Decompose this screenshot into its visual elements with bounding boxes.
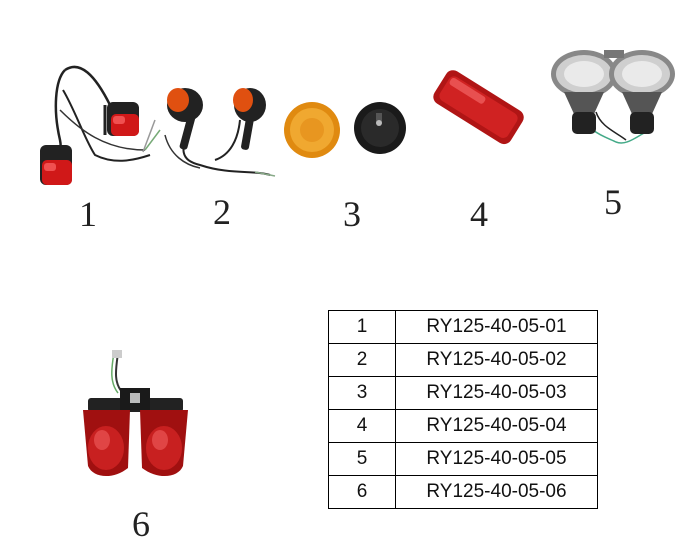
figure-label-6: 6 xyxy=(132,504,150,544)
figure-label-2: 2 xyxy=(213,192,231,232)
table-row: 3 RY125-40-05-03 xyxy=(328,376,598,410)
table-cell-part-no: RY125-40-05-04 xyxy=(395,409,598,443)
table-row: 1 RY125-40-05-01 xyxy=(328,310,598,344)
table-cell-index: 1 xyxy=(328,310,396,344)
table-row: 6 RY125-40-05-06 xyxy=(328,475,598,509)
table-cell-index: 2 xyxy=(328,343,396,377)
headlight-pair-icon xyxy=(551,50,675,144)
figure-label-3: 3 xyxy=(343,194,361,234)
tail-light-icon xyxy=(83,350,188,477)
figure-label-5: 5 xyxy=(604,182,622,222)
table-cell-part-no: RY125-40-05-03 xyxy=(395,376,598,410)
table-cell-index: 4 xyxy=(328,409,396,443)
front-turn-signal-pair-icon xyxy=(164,88,276,177)
parts-table: 1 RY125-40-05-01 2 RY125-40-05-02 3 RY12… xyxy=(328,310,598,509)
table-cell-index: 5 xyxy=(328,442,396,476)
table-cell-index: 3 xyxy=(328,376,396,410)
table-cell-index: 6 xyxy=(328,475,396,509)
table-cell-part-no: RY125-40-05-05 xyxy=(395,442,598,476)
round-reflector-icon xyxy=(284,102,406,158)
figure-label-1: 1 xyxy=(79,194,97,234)
rectangular-reflector-icon xyxy=(433,70,524,145)
table-row: 5 RY125-40-05-05 xyxy=(328,442,598,476)
table-row: 2 RY125-40-05-02 xyxy=(328,343,598,377)
figure-label-4: 4 xyxy=(470,194,488,234)
table-cell-part-no: RY125-40-05-01 xyxy=(395,310,598,344)
table-row: 4 RY125-40-05-04 xyxy=(328,409,598,443)
table-cell-part-no: RY125-40-05-02 xyxy=(395,343,598,377)
table-cell-part-no: RY125-40-05-06 xyxy=(395,475,598,509)
rear-turn-signal-pair-icon xyxy=(40,65,161,185)
